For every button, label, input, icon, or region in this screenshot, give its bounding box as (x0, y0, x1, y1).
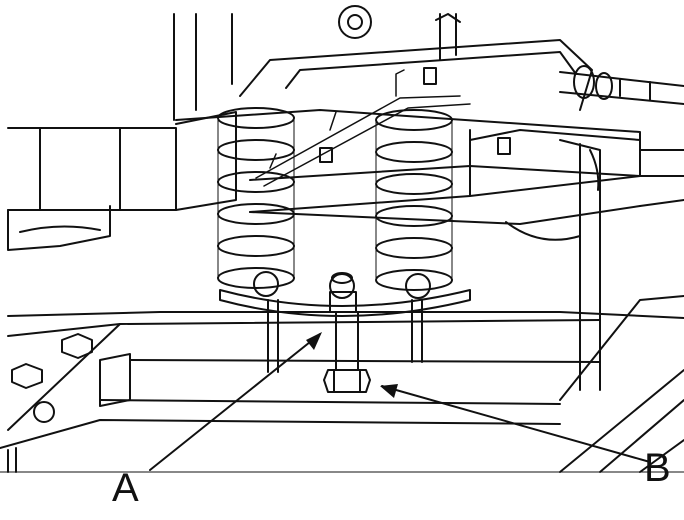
arrowhead-a (306, 332, 322, 350)
callout-label-b: B (644, 446, 671, 490)
arrowhead-b (380, 384, 398, 398)
leader-arrowheads (306, 332, 398, 398)
leader-lines (149, 333, 651, 471)
right-spring (375, 109, 453, 291)
linkage-rods (255, 69, 471, 187)
spring-plate (219, 271, 471, 317)
leader-line-b (381, 385, 651, 463)
left-bracket (7, 111, 237, 251)
leader-line-a (149, 333, 321, 471)
adjuster-bolt (329, 291, 359, 371)
rail-bolts (11, 333, 131, 423)
right-bracket (505, 139, 684, 391)
lock-nut (323, 369, 371, 393)
left-spring (217, 107, 295, 289)
base-platform (0, 295, 684, 473)
right-shaft (559, 65, 684, 105)
callout-label-a: A (112, 466, 139, 510)
upper-frame (173, 5, 593, 121)
top-plate (175, 67, 641, 225)
